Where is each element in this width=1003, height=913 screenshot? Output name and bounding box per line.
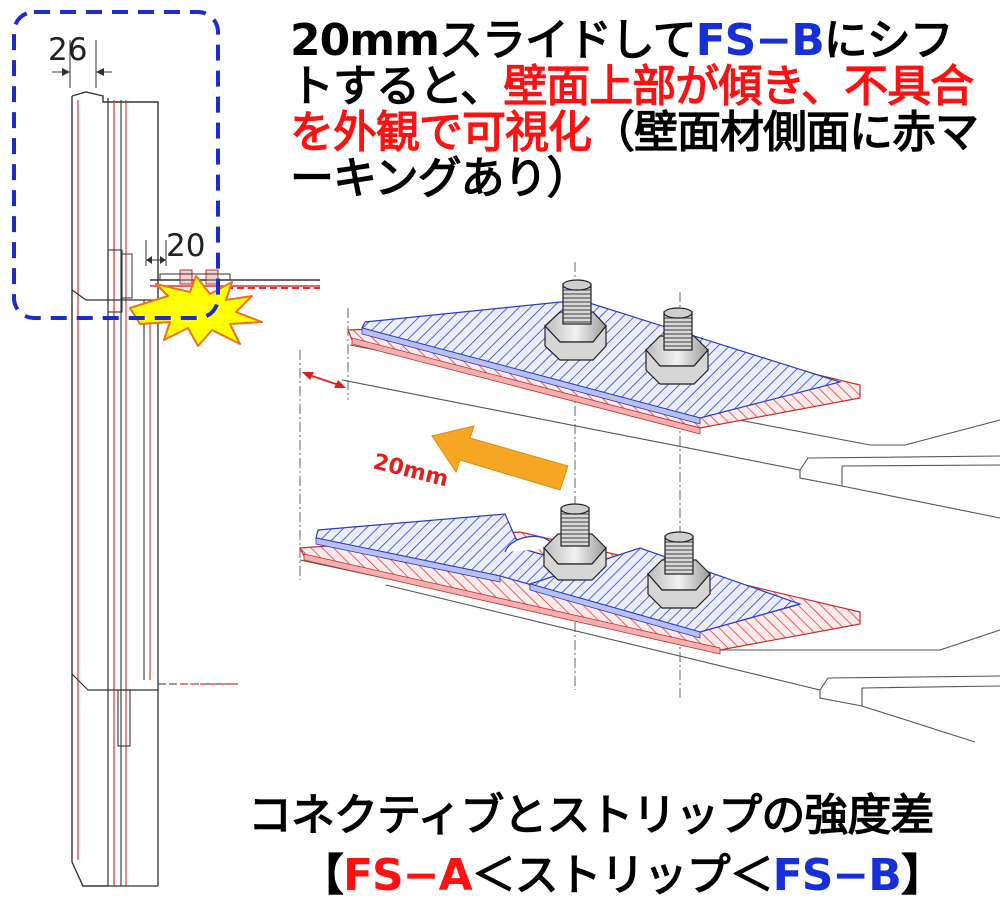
bolt-icon [647,531,711,609]
bolt-icon [544,279,607,361]
dimension-26-label: 26 [48,32,87,68]
bracket-close: 】 [900,850,945,901]
headline-fs-b: FS−B [695,15,825,66]
strength-order: 【FS−A＜ストリップ＜FS−B】 [300,850,1000,902]
upper-strip-assembly [341,279,1001,519]
slide-distance-label: 20mm [371,450,451,493]
headline-highlight: 壁面上部が傾き、不具合を外観で可視化 [290,61,974,158]
offset-dimension-arrow [302,372,346,388]
highlight-frame [12,10,220,320]
headline-text: 20mmスライドしてFS−Bにシフトすると、壁面上部が傾き、不具合を外観で可視化… [290,18,995,202]
dimension-20-label: 20 [166,228,205,264]
headline-part-3: にシフトすると、 [290,15,954,112]
bracket-open: 【 [300,850,344,901]
lower-strip-assembly [299,503,1001,743]
wall-panel-side-view: 26 20 [48,32,320,887]
headline-part-1: 20mmスライドして [290,15,697,66]
strip-comparison: ＜ストリップ＜ [471,850,774,901]
bolt-icon [543,503,607,581]
fs-a-label: FS−A [343,850,473,901]
strength-caption: コネクティブとストリップの強度差 [248,790,934,841]
collision-burst-icon [129,275,263,347]
bolt-icon [645,307,709,385]
headline-part-5: （壁面材側面に赤マーキングあり） [290,107,979,204]
slide-direction-arrow-icon [431,425,569,491]
fs-b-label: FS−B [772,850,902,901]
